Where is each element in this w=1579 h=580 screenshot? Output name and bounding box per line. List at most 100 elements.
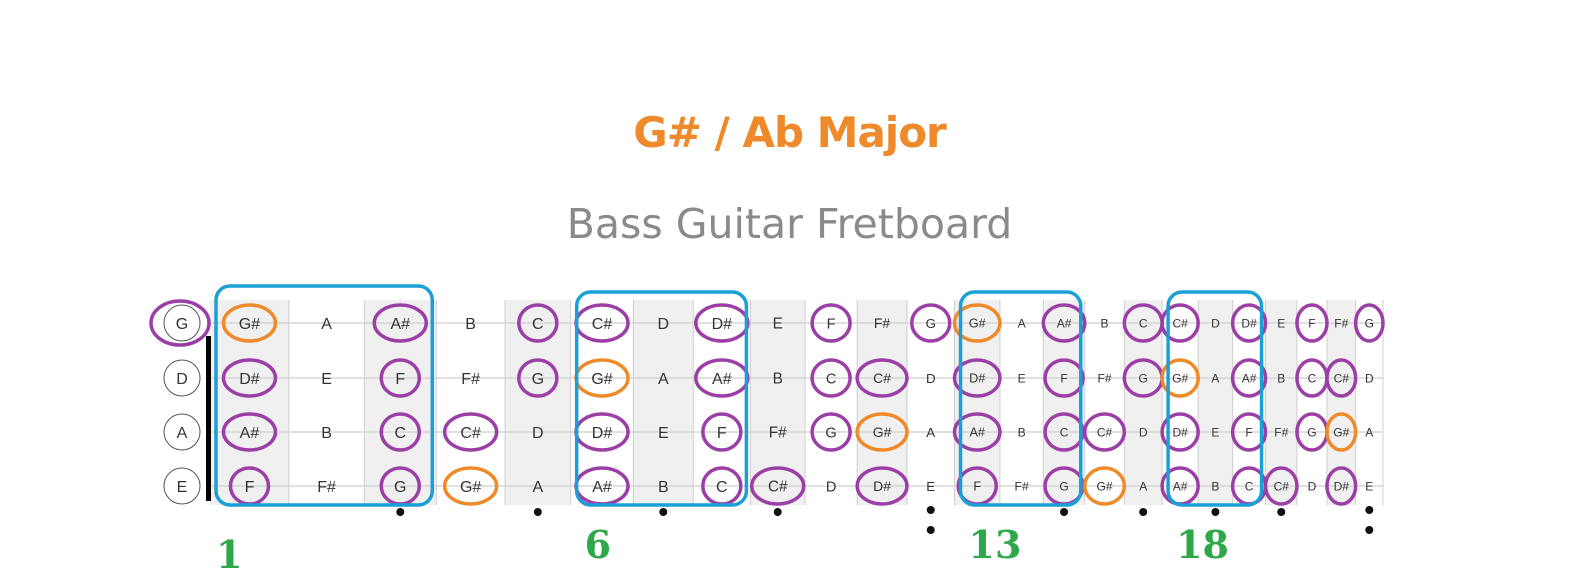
fret-note: C: [1308, 371, 1317, 385]
inlay-dot: [659, 508, 668, 516]
fret-shade: [1124, 300, 1163, 505]
fret-note: D: [1139, 425, 1148, 439]
position-label: 13: [968, 522, 1022, 567]
open-string-label: E: [177, 479, 188, 496]
fret-shade: [1198, 300, 1233, 505]
fret-note: F#: [317, 479, 336, 496]
fret-note: G: [926, 316, 936, 331]
inlay-dot: [1365, 526, 1374, 534]
root-note-ring: [1325, 412, 1358, 452]
fret-shade: [750, 300, 806, 505]
fret-note: B: [1018, 425, 1026, 439]
fret-note: F#: [1274, 425, 1288, 439]
inlay-dot: [533, 508, 542, 516]
open-string-circle: [163, 359, 201, 397]
scale-note-ring: [1160, 412, 1200, 452]
scale-note-ring: [952, 412, 1002, 452]
fret-note: F#: [1015, 479, 1029, 493]
fret-note: A#: [1242, 371, 1257, 385]
fret-note: A: [533, 479, 544, 496]
fret-note: G#: [1333, 425, 1349, 439]
inlay-dot: [773, 508, 782, 516]
scale-note-ring: [372, 303, 429, 343]
scale-note-ring: [1230, 358, 1268, 398]
fret-note: D: [1211, 316, 1220, 330]
fret-note: F: [973, 479, 981, 494]
fret-note: C: [826, 371, 837, 387]
position-box: [958, 290, 1083, 507]
fret-note: C#: [1274, 479, 1290, 493]
fret-note: G: [394, 479, 406, 496]
scale-note-ring: [1230, 412, 1268, 452]
fret-note: G: [1365, 316, 1374, 330]
scale-note-ring: [1295, 303, 1329, 343]
fret-note: B: [773, 371, 783, 388]
fret-note: C#: [1172, 316, 1188, 330]
inlay-dot: [1060, 508, 1069, 516]
scale-note-ring: [1041, 303, 1087, 343]
fret-note: F#: [769, 425, 787, 442]
open-string-circle: [163, 413, 201, 451]
fret-note: F: [1245, 425, 1252, 439]
scale-note-ring: [1043, 358, 1085, 398]
open-string-label: G: [176, 316, 188, 333]
inlay-dot: [1139, 508, 1148, 516]
position-label: 18: [1176, 522, 1229, 567]
open-string-label: D: [176, 371, 188, 388]
fret-note: F#: [874, 315, 891, 331]
fret-note: A#: [969, 425, 985, 440]
fret-note: D#: [239, 371, 260, 388]
fret-note: F#: [461, 371, 480, 388]
fret-note: A: [926, 425, 935, 440]
scale-note-ring: [221, 358, 278, 398]
fret-note: G: [1059, 479, 1068, 493]
fret-note: E: [658, 425, 669, 442]
scale-note-ring: [749, 466, 806, 506]
scale-note-ring: [1082, 412, 1127, 452]
fretboard-subtitle: Bass Guitar Fretboard: [566, 200, 1013, 248]
fret-note: A: [1139, 479, 1147, 493]
fret-note: A#: [1057, 316, 1072, 330]
fret-note: D#: [592, 425, 613, 442]
fret-note: C#: [1097, 425, 1113, 439]
scale-note-ring: [810, 303, 852, 343]
fret-note: C#: [460, 425, 481, 442]
fret-note: D#: [873, 478, 891, 494]
fret-note: C#: [768, 479, 788, 496]
inlay-dot: [396, 508, 405, 516]
fret-note: C: [532, 316, 544, 333]
fret-note: G#: [873, 424, 892, 440]
fret-note: A: [658, 371, 669, 388]
fret-shade: [505, 300, 571, 505]
scale-note-ring: [442, 412, 499, 452]
fret-note: G: [825, 425, 836, 441]
fret-note: C#: [873, 370, 891, 386]
fret-note: G#: [591, 371, 612, 388]
fret-note: F: [717, 425, 727, 442]
fret-note: B: [1277, 371, 1285, 385]
fret-note: D: [532, 425, 544, 442]
scale-note-ring: [149, 299, 211, 347]
inlay-dot: [1277, 508, 1286, 516]
fret-note: E: [926, 479, 935, 494]
fret-note: A#: [240, 425, 260, 442]
fret-note: A: [1365, 425, 1373, 439]
scale-note-ring: [1325, 358, 1358, 398]
scale-note-ring: [810, 412, 852, 452]
root-note-ring: [221, 303, 278, 343]
fret-note: D#: [712, 316, 733, 333]
scale-note-ring: [379, 412, 422, 452]
fret-shade: [633, 300, 694, 505]
fret-note: C#: [1334, 371, 1350, 385]
scale-note-ring: [1325, 466, 1358, 506]
fret-note: D: [658, 316, 670, 333]
fret-note: F: [395, 371, 405, 388]
root-note-ring: [855, 412, 909, 452]
fret-note: B: [321, 425, 332, 442]
fret-note: B: [465, 316, 476, 333]
inlay-dot: [1365, 506, 1374, 514]
inlay-dot: [1211, 508, 1220, 516]
position-box: [214, 284, 435, 507]
fret-note: B: [1211, 479, 1219, 493]
